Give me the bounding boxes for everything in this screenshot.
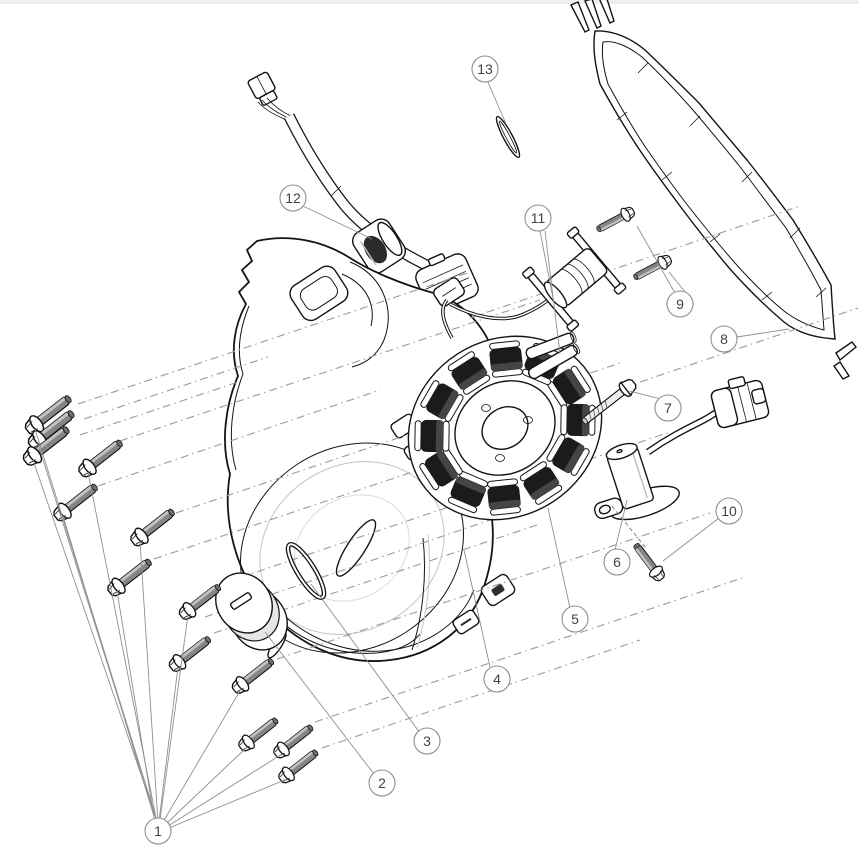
gasket-tabs xyxy=(616,62,827,301)
flange-bolt-small xyxy=(593,203,638,237)
cover-bottom-lip xyxy=(271,611,421,654)
cover-boss xyxy=(480,573,516,607)
callout-2-label: 2 xyxy=(378,775,386,791)
callout-13[interactable]: 13 xyxy=(471,55,499,83)
cover-top-bracket xyxy=(289,261,389,368)
gasket-prongs xyxy=(570,0,615,33)
cover-inner-edge-left xyxy=(230,305,250,471)
sensor-body xyxy=(593,442,680,521)
callout-8[interactable]: 8 xyxy=(710,325,738,353)
callout-2[interactable]: 2 xyxy=(368,769,396,797)
sensor-connector xyxy=(710,376,770,429)
cover-boss xyxy=(433,277,465,307)
gasket-fork xyxy=(833,341,857,380)
cap-slot xyxy=(229,592,253,610)
sleeve-seam xyxy=(330,185,342,197)
callout-10-label: 10 xyxy=(721,503,737,519)
leader-lines xyxy=(32,81,790,829)
harness-wire xyxy=(261,99,289,119)
cover-boss xyxy=(452,609,480,635)
wire-grommet xyxy=(351,218,407,274)
callout-5[interactable]: 5 xyxy=(561,605,589,633)
callout-6-label: 6 xyxy=(613,554,621,570)
callout-4-label: 4 xyxy=(493,671,501,687)
harness-connector-small xyxy=(247,71,278,106)
callout-5-label: 5 xyxy=(571,611,579,627)
sensor-bolt-axis xyxy=(611,505,647,549)
callout-12-label: 12 xyxy=(285,190,301,206)
callout-8-label: 8 xyxy=(720,331,728,347)
cover-seam-ghost xyxy=(416,534,431,649)
crankcase-cover xyxy=(224,237,516,662)
harness-wire xyxy=(266,97,292,117)
callout-13-label: 13 xyxy=(477,61,493,77)
stator-coils xyxy=(414,340,596,516)
stator-assembly xyxy=(407,292,603,521)
crank-position-sensor xyxy=(593,376,770,549)
callout-7-label: 7 xyxy=(664,400,672,416)
callout-1[interactable]: 1 xyxy=(144,817,172,845)
flange-bolt xyxy=(228,653,279,698)
cover-seam xyxy=(411,537,426,651)
o-ring xyxy=(285,542,327,600)
callout-12[interactable]: 12 xyxy=(279,184,307,212)
dowel-pin xyxy=(495,115,521,159)
pulse-coil xyxy=(522,226,627,332)
callout-3-label: 3 xyxy=(423,733,431,749)
callout-9[interactable]: 9 xyxy=(666,290,694,318)
callout-10[interactable]: 10 xyxy=(715,497,743,525)
callout-9-label: 9 xyxy=(676,296,684,312)
inspection-cap xyxy=(215,572,288,651)
harness-wire xyxy=(257,101,287,121)
callout-4[interactable]: 4 xyxy=(483,665,511,693)
callout-7[interactable]: 7 xyxy=(654,394,682,422)
callout-1-label: 1 xyxy=(154,823,162,839)
flange-bolt xyxy=(165,631,216,676)
page-top-bar xyxy=(0,0,859,3)
callout-11-label: 11 xyxy=(531,210,546,226)
callout-3[interactable]: 3 xyxy=(413,727,441,755)
callout-6[interactable]: 6 xyxy=(603,548,631,576)
stator-center-hole xyxy=(481,406,529,450)
callout-11[interactable]: 11 xyxy=(524,204,552,232)
spacer-collar xyxy=(525,331,581,380)
cover-gasket xyxy=(570,0,857,380)
sensor-flange-bolt xyxy=(628,539,669,585)
flange-bolt xyxy=(74,434,128,482)
flange-bolt xyxy=(126,503,180,551)
cover-slot xyxy=(335,519,377,577)
